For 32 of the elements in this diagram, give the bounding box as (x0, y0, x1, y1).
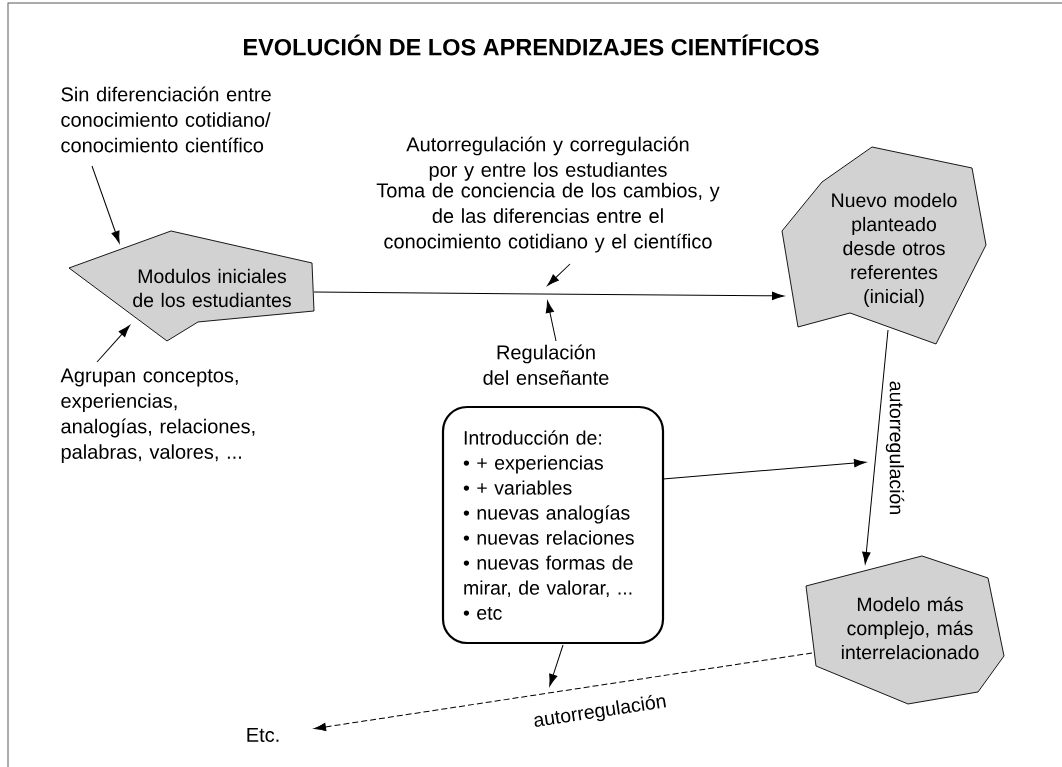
list-item: • etc (463, 606, 502, 620)
edge-label: autorregulación (885, 381, 905, 514)
edge-label: autorregulación (534, 694, 666, 727)
note-text: Autorregulación y corregulación por y entre los estudiantes (406, 136, 689, 181)
title: EVOLUCIÓN DE LOS APRENDIZAJES CIENTÍFICOS (244, 34, 819, 56)
model-shape (781, 146, 987, 345)
list-item: • nuevas relaciones (463, 530, 634, 545)
list-item: • nuevas analogías (463, 505, 630, 524)
list-box (441, 405, 665, 645)
arrow (96, 325, 130, 363)
arrow (91, 165, 120, 244)
arrow (547, 263, 571, 286)
note-text: Regulación del enseñante (483, 344, 609, 385)
arrow (313, 291, 785, 301)
note-text: Sin diferenciación entre conocimiento cotidiano/ conocimiento científico (61, 86, 271, 153)
arrow (313, 652, 813, 732)
end-text: Etc. (247, 728, 279, 742)
arrow (662, 458, 867, 480)
model-shape (68, 230, 315, 342)
arrow (545, 300, 557, 342)
heading: Introducción de: (464, 430, 602, 445)
note-text: Agrupan conceptos, experiencias, analogías, relaciones, palabras, valores, ... (60, 368, 255, 463)
label-text: Modelo más complejo, más interrelacionado (841, 596, 979, 660)
label-text: Modulos iniciales de los estudiantes (133, 268, 291, 308)
list-item: • + experiencias (463, 455, 603, 474)
label-text: Nuevo modelo planteado desde otros referentes (inicial) (832, 192, 957, 308)
list-item: • nuevas formas de mirar, de valorar, ... (463, 555, 633, 598)
model-shape (805, 555, 1005, 705)
arrow (862, 329, 889, 565)
arrow (549, 644, 564, 687)
note-text: Toma de conciencia de los cambios, y de las diferencias entre el conocimiento cotidiano y el científico (376, 182, 720, 253)
list-item: • + variables (463, 480, 572, 495)
